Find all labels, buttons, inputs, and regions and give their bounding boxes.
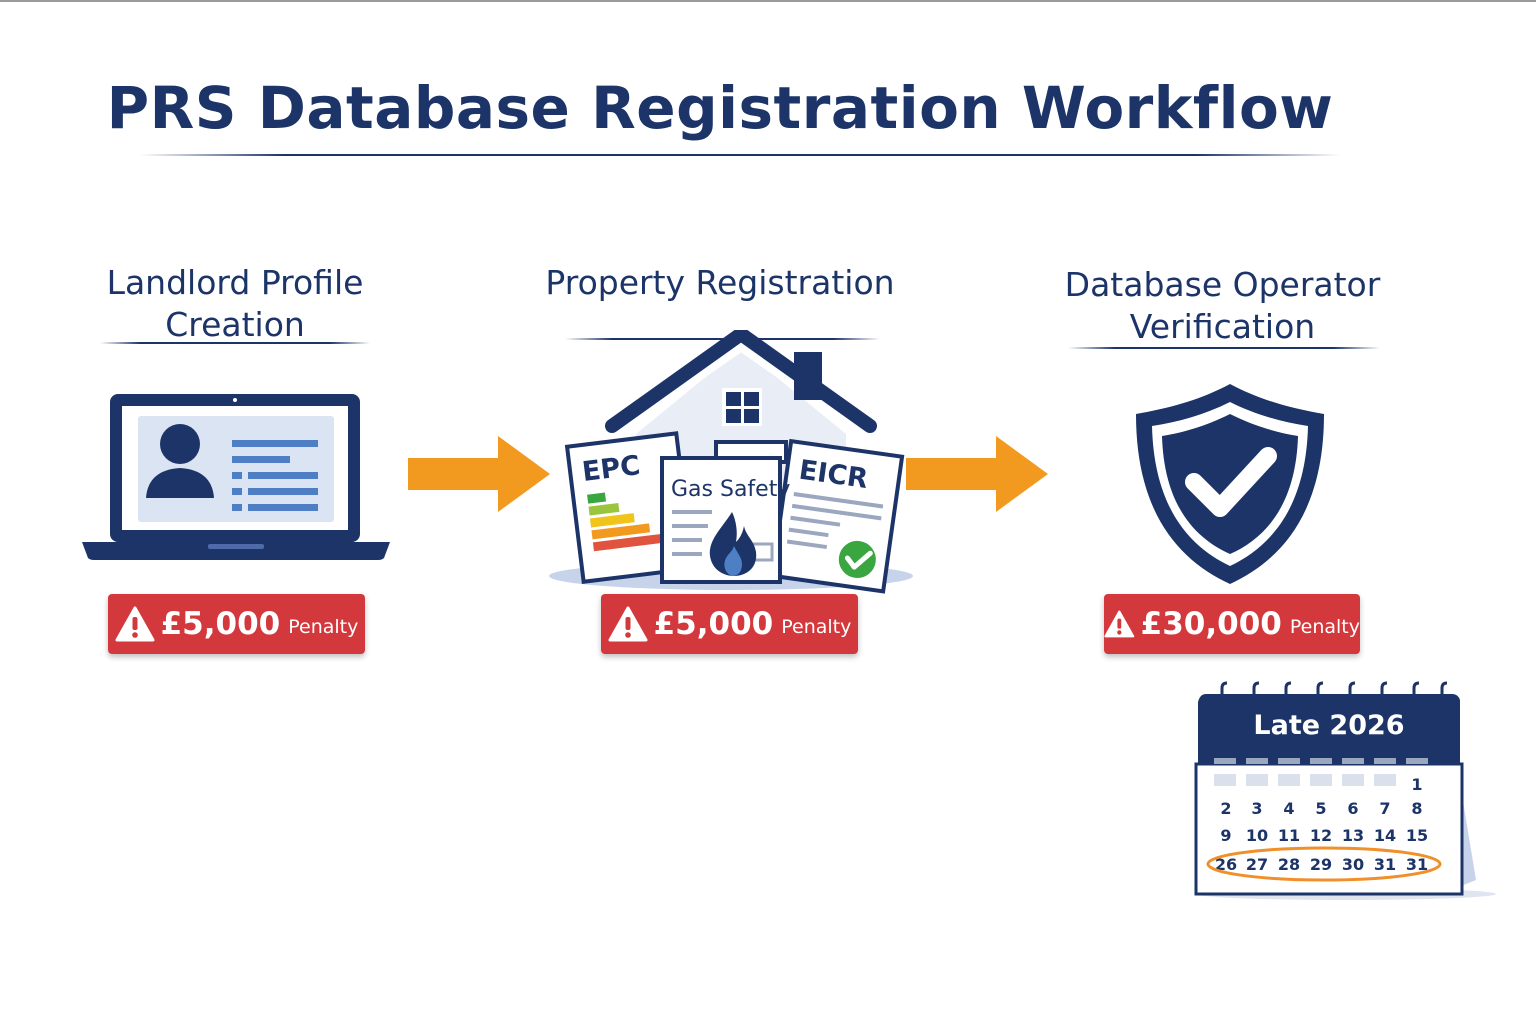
calendar-label: Late 2026 [1253, 710, 1404, 741]
calendar-day: 8 [1411, 799, 1422, 818]
calendar-day: 30 [1342, 855, 1364, 874]
eicr-document: EICR [769, 438, 905, 594]
step-1-penalty-badge: £5,000 Penalty [108, 594, 365, 654]
penalty-amount: £30,000 [1140, 606, 1282, 642]
calendar-day: 7 [1379, 799, 1390, 818]
calendar-day: 27 [1246, 855, 1268, 874]
step-3-title: Database Operator Verification [1060, 264, 1385, 348]
flame-icon [709, 512, 757, 576]
step-3-title-line1: Database Operator [1064, 265, 1381, 304]
calendar-day: 2 [1220, 799, 1231, 818]
shield-check-icon [1136, 384, 1324, 584]
calendar-day: 6 [1347, 799, 1358, 818]
calendar-day: 9 [1220, 826, 1231, 845]
penalty-label: Penalty [1289, 616, 1360, 638]
penalty-label: Penalty [781, 616, 852, 638]
calendar-rings [1220, 681, 1448, 702]
warning-icon [115, 606, 155, 642]
warning-icon [1104, 610, 1135, 638]
step-1-title-line2: Creation [165, 305, 305, 344]
calendar-day: 14 [1374, 826, 1396, 845]
step-2-penalty-badge: £5,000 Penalty [601, 594, 858, 654]
step-3-title-line2: Verification [1129, 307, 1316, 346]
calendar-day: 28 [1278, 855, 1300, 874]
step-2-title-line1: Property Registration [545, 263, 895, 302]
weekday-header [1214, 758, 1428, 764]
warning-icon [608, 606, 648, 642]
calendar-day: 15 [1406, 826, 1428, 845]
step-3-penalty-badge: £30,000 Penalty [1104, 594, 1360, 654]
step-1-title: Landlord Profile Creation [80, 262, 390, 346]
date-highlight-ring [1206, 846, 1442, 882]
calendar-day: 13 [1342, 826, 1364, 845]
calendar-day: 29 [1310, 855, 1332, 874]
calendar-day: 3 [1251, 799, 1262, 818]
top-border [0, 0, 1536, 2]
calendar-day: 11 [1278, 826, 1300, 845]
penalty-label: Penalty [288, 616, 359, 638]
title-underline [140, 154, 1340, 156]
arrow-right-icon [408, 436, 550, 512]
calendar-day: 1 [1411, 775, 1422, 794]
penalty-amount: £5,000 [653, 606, 774, 642]
step-3-underline [1068, 347, 1380, 349]
gas-safety-label: Gas Safety [671, 477, 790, 502]
step-1-underline [100, 342, 370, 344]
step-1-title-line1: Landlord Profile [106, 263, 364, 302]
calendar-day: 12 [1310, 826, 1332, 845]
penalty-amount: £5,000 [160, 606, 281, 642]
calendar-day: 5 [1315, 799, 1326, 818]
arrow-right-icon [906, 436, 1048, 512]
laptop-profile-icon [82, 394, 390, 560]
calendar-day: 31 [1374, 855, 1396, 874]
house-documents-icon: EPC EICR Gas Safety [549, 330, 913, 594]
calendar-day: 4 [1283, 799, 1294, 818]
calendar-day: 31 [1406, 855, 1428, 874]
calendar-day: 26 [1215, 855, 1237, 874]
gas-safety-document: Gas Safety [660, 456, 790, 584]
calendar-day: 10 [1246, 826, 1268, 845]
epc-label: EPC [580, 450, 641, 488]
page-title: PRS Database Registration Workflow [106, 74, 1334, 142]
step-2-title: Property Registration [540, 262, 900, 304]
